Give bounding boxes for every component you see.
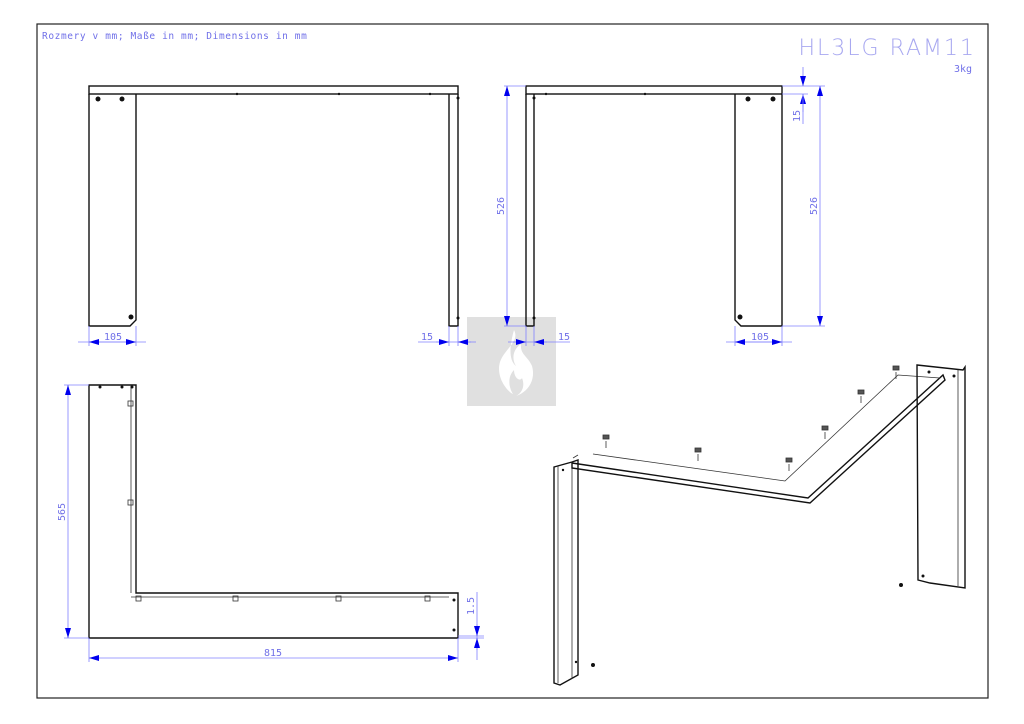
side-view: 526 15 105 15 526: [496, 67, 825, 346]
dim-leg-width-front: 105: [104, 332, 122, 343]
dim-lip: 1.5: [466, 597, 477, 615]
dim-width: 815: [264, 648, 282, 659]
dim-leg-thickness-side: 15: [558, 332, 570, 343]
top-view: 565 815 1.5: [57, 384, 484, 662]
part-code: HL3LG RAM11: [798, 36, 976, 61]
dim-leg-thickness-front: 15: [421, 332, 433, 343]
front-view: 105 15: [78, 85, 476, 346]
watermark-logo: [467, 317, 556, 406]
isometric-view: [553, 364, 966, 686]
fasteners: [602, 365, 900, 471]
dim-depth: 565: [57, 503, 68, 521]
weight-label: 3kg: [954, 64, 972, 75]
drawing-border: [36, 23, 989, 699]
dim-height-right: 526: [809, 197, 820, 215]
flame-icon: [499, 330, 534, 396]
dim-top-thickness: 15: [792, 110, 803, 122]
units-note: Rozmery v mm; Maße in mm; Dimensions in …: [42, 31, 307, 42]
dim-height-left: 526: [496, 197, 507, 215]
dim-leg-width-side: 105: [751, 332, 769, 343]
